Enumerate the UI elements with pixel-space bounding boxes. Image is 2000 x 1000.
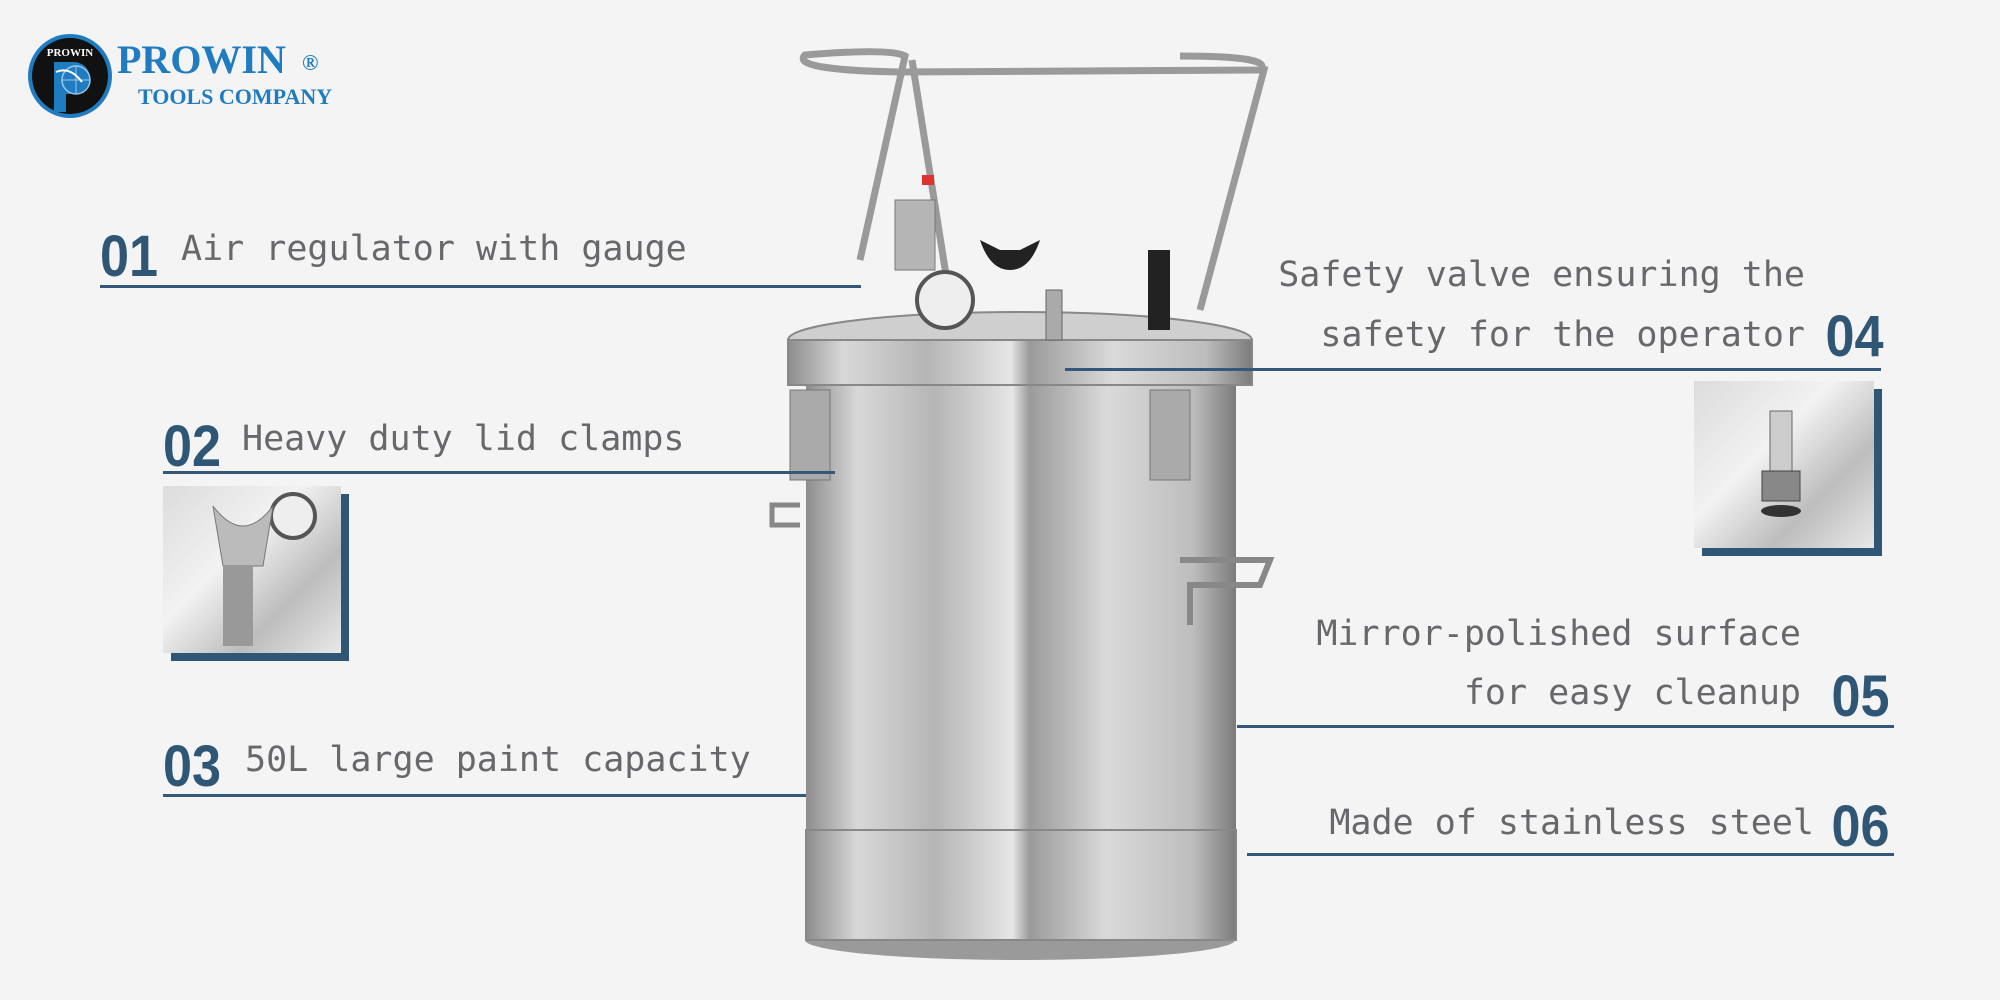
feature-text: 50L large paint capacity <box>245 740 751 780</box>
callout-line <box>1237 725 1894 728</box>
callout-line <box>163 471 835 474</box>
feature-text-line2: safety for the operator <box>1320 315 1805 355</box>
feature-text-line2: for easy cleanup <box>1463 673 1801 713</box>
svg-text:PROWIN: PROWIN <box>47 47 94 59</box>
feature-number: 06 <box>1831 794 1890 859</box>
feature-text-line1: Safety valve ensuring the <box>1278 255 1805 295</box>
feature-number: 01 <box>100 224 159 289</box>
logo-name: PROWIN <box>117 37 286 82</box>
feature-number: 05 <box>1831 664 1890 729</box>
feature-text: Heavy duty lid clamps <box>242 419 685 459</box>
callout-line <box>1065 368 1881 371</box>
callout-line <box>1247 853 1894 856</box>
feature-text: Air regulator with gauge <box>181 229 687 269</box>
logo-emblem-icon: PROWIN <box>28 34 112 118</box>
feature-text: Made of stainless steel <box>1329 803 1814 843</box>
logo-subtitle: TOOLS COMPANY <box>138 84 333 109</box>
safety-valve-detail-image <box>1694 381 1874 548</box>
feature-number: 02 <box>163 414 222 479</box>
callout-line <box>163 794 806 797</box>
logo-registered: ® <box>302 50 319 75</box>
feature-text-line1: Mirror-polished surface <box>1316 614 1801 654</box>
lid-clamp-detail-image <box>163 486 341 653</box>
feature-number: 04 <box>1825 304 1884 369</box>
callout-line <box>100 285 861 288</box>
feature-number: 03 <box>163 734 222 799</box>
